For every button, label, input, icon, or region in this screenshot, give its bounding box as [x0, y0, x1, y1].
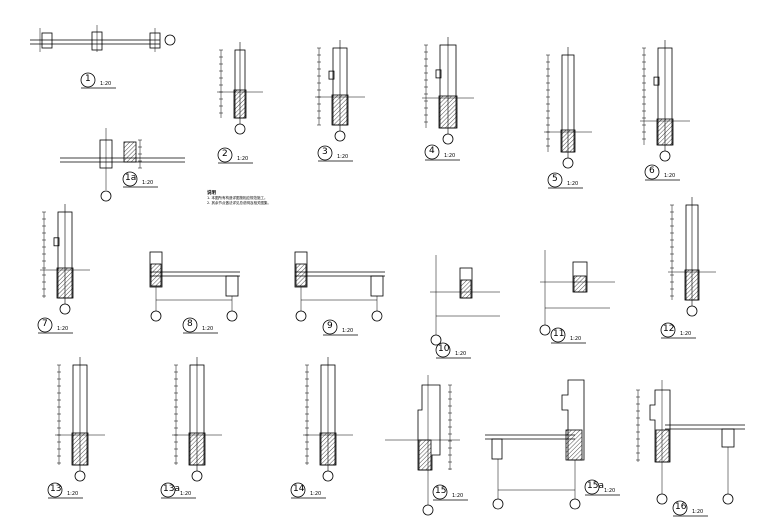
detail-scale-15a: 1:20: [604, 488, 616, 494]
detail-number-6: 6: [649, 166, 655, 176]
detail-16: [636, 380, 745, 505]
detail-1a: [60, 128, 185, 202]
detail-9: [294, 251, 385, 322]
detail-scale-6: 1:20: [664, 173, 676, 179]
detail-3: [315, 40, 365, 142]
detail-label-11: [550, 327, 586, 344]
detail-number-13a: 13a: [163, 484, 180, 494]
detail-number-7: 7: [42, 319, 48, 329]
detail-label-2: [217, 147, 253, 164]
detail-scale-12: 1:20: [680, 331, 692, 337]
detail-label-10: [435, 342, 471, 359]
detail-label-3: [317, 145, 353, 162]
detail-15: [385, 375, 460, 516]
general-notes: 说明 1. 本图所有构造详图按相应规范施工。 2. 其余节点做法详见总说明及相关…: [207, 190, 271, 206]
notes-line-1: 1. 本图所有构造详图按相应规范施工。: [207, 196, 268, 200]
detail-15a: [485, 379, 585, 510]
detail-label-1: [80, 72, 116, 89]
detail-scale-15: 1:20: [452, 493, 464, 499]
detail-scale-4: 1:20: [444, 153, 456, 159]
detail-scale-11: 1:20: [570, 336, 582, 342]
detail-6: [640, 40, 690, 162]
detail-number-11: 11: [553, 329, 565, 339]
detail-13a: [172, 357, 222, 482]
detail-14: [303, 357, 353, 482]
detail-label-16: [672, 500, 708, 517]
detail-7: [40, 204, 90, 315]
detail-scale-1a: 1:20: [142, 180, 154, 186]
detail-label-15: [432, 484, 468, 501]
detail-label-8: [182, 317, 218, 334]
detail-number-1a: 1a: [125, 173, 137, 183]
detail-label-6: [644, 164, 680, 181]
detail-number-10: 10: [438, 344, 450, 354]
detail-2: [217, 42, 263, 135]
notes-line-2: 2. 其余节点做法详见总说明及相关图集。: [207, 201, 271, 205]
detail-number-5: 5: [552, 174, 558, 184]
detail-1: [30, 25, 176, 52]
detail-drawings: [30, 25, 745, 517]
detail-number-4: 4: [429, 146, 435, 156]
notes-title: 说明: [207, 191, 216, 196]
detail-scale-16: 1:20: [692, 509, 704, 515]
detail-label-9: [322, 319, 358, 336]
detail-scale-3: 1:20: [337, 154, 349, 160]
detail-number-14: 14: [293, 484, 305, 494]
detail-number-16: 16: [675, 502, 687, 512]
detail-number-15: 15: [435, 486, 447, 496]
detail-number-2: 2: [222, 149, 228, 159]
detail-10: [430, 255, 500, 346]
detail-label-13: [47, 482, 83, 499]
detail-number-9: 9: [327, 321, 333, 331]
detail-scale-8: 1:20: [202, 326, 214, 332]
detail-label-14: [290, 482, 326, 499]
detail-label-1a: [122, 171, 158, 188]
detail-number-1: 1: [85, 74, 91, 84]
detail-scale-7: 1:20: [57, 326, 69, 332]
detail-scale-1: 1:20: [100, 81, 112, 87]
detail-4: [422, 37, 474, 145]
detail-label-7: [37, 317, 73, 334]
detail-number-15a: 15a: [587, 481, 604, 491]
detail-5: [544, 47, 592, 169]
detail-scale-13: 1:20: [67, 491, 79, 497]
detail-scale-10: 1:20: [455, 351, 467, 357]
detail-label-13a: [160, 482, 196, 499]
detail-number-13: 13: [50, 484, 62, 494]
detail-scale-2: 1:20: [237, 156, 249, 162]
detail-label-4: [424, 144, 460, 161]
detail-number-12: 12: [663, 324, 675, 334]
detail-8: [149, 251, 240, 322]
detail-12: [668, 197, 716, 317]
detail-label-15a: [584, 479, 620, 496]
detail-13: [55, 357, 105, 482]
detail-number-3: 3: [322, 147, 328, 157]
detail-11: [539, 250, 615, 336]
detail-label-12: [660, 322, 696, 339]
detail-scale-13a: 1:20: [180, 491, 192, 497]
detail-scale-9: 1:20: [342, 328, 354, 334]
detail-scale-5: 1:20: [567, 181, 579, 187]
detail-number-8: 8: [187, 319, 193, 329]
detail-scale-14: 1:20: [310, 491, 322, 497]
detail-label-5: [547, 172, 583, 189]
